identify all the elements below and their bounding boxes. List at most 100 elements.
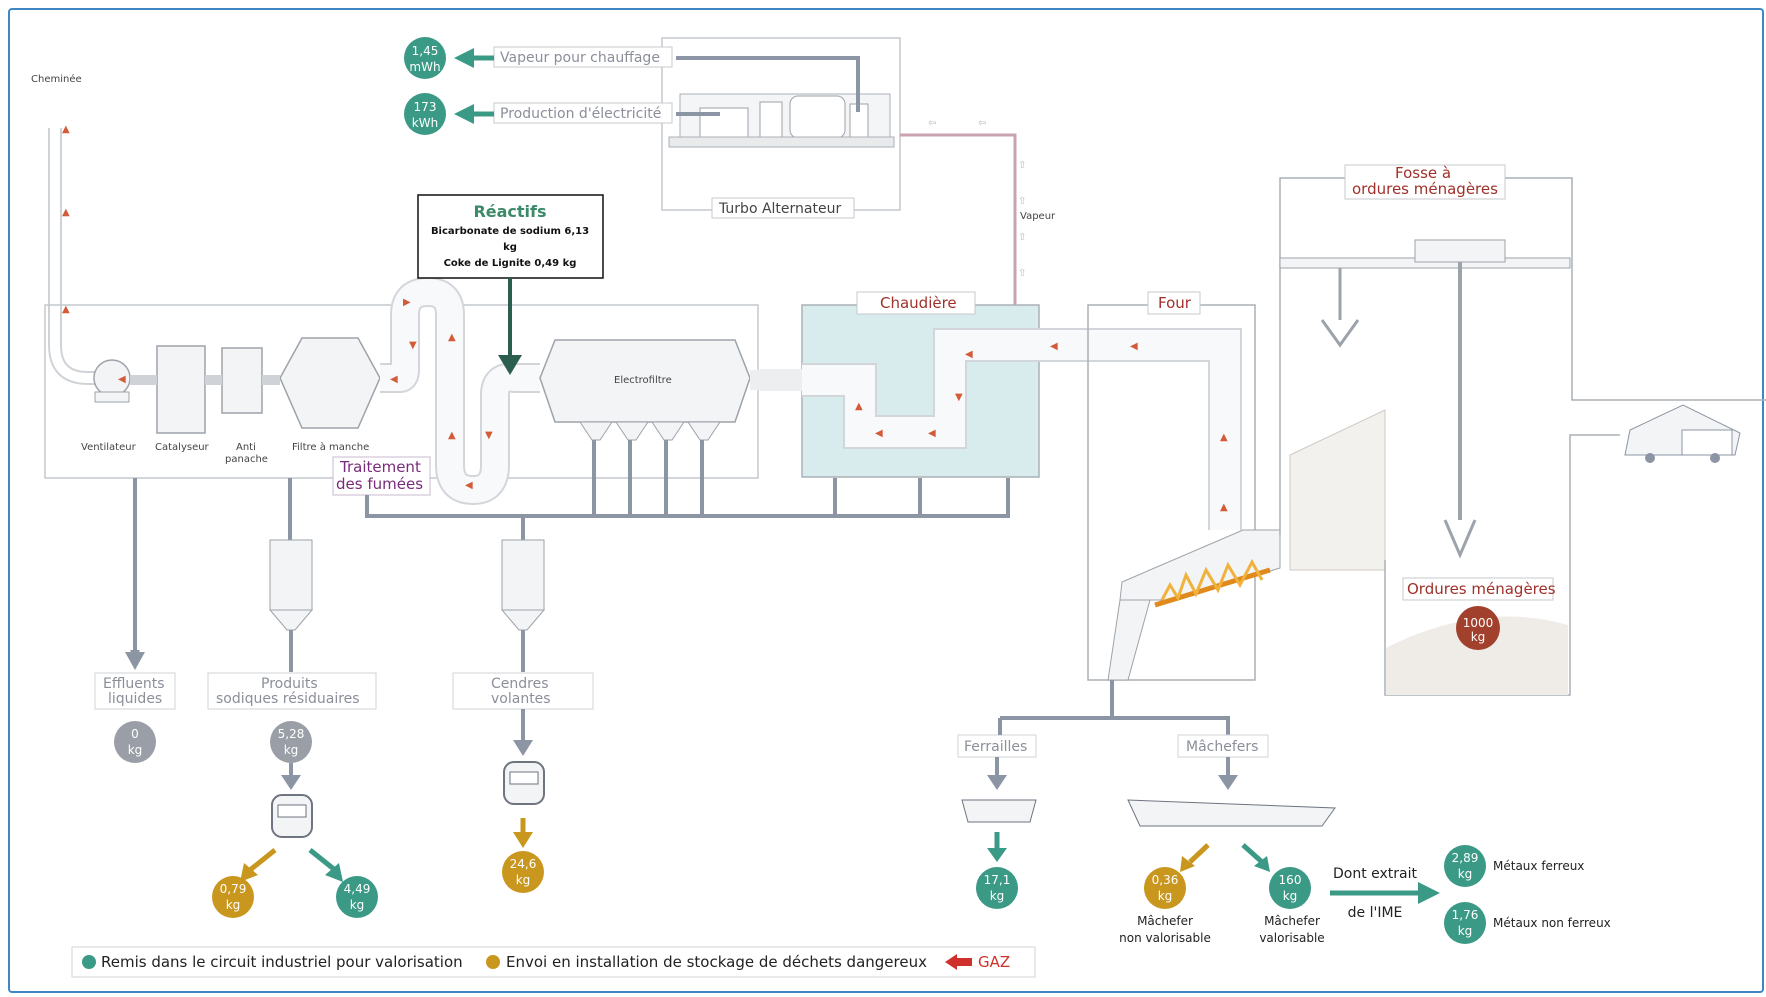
svg-text:kg: kg bbox=[226, 898, 241, 912]
svg-text:kg: kg bbox=[1471, 630, 1486, 644]
svg-text:kg: kg bbox=[350, 898, 365, 912]
legend-orange-text: Envoi en installation de stockage de déc… bbox=[506, 953, 927, 971]
ferrailles-label: Ferrailles bbox=[964, 739, 1027, 755]
svg-text:⇧: ⇧ bbox=[1018, 196, 1026, 207]
effluents-label-2: liquides bbox=[108, 691, 162, 707]
mach-nonval-label-1: Mâchefer bbox=[1137, 914, 1193, 928]
electrofiltre-unit: Electrofiltre bbox=[539, 339, 751, 441]
svg-text:◀: ◀ bbox=[118, 374, 126, 385]
svg-text:▼: ▼ bbox=[485, 430, 493, 441]
ferrailles-container-icon bbox=[961, 799, 1037, 823]
truck-produits-icon bbox=[271, 794, 313, 838]
de-ime-label: de l'IME bbox=[1348, 905, 1403, 921]
mach-val-label-2: valorisable bbox=[1259, 931, 1324, 945]
produits-box bbox=[207, 672, 377, 710]
svg-text:▼: ▼ bbox=[955, 392, 963, 403]
fosse-label-1: Fosse à bbox=[1395, 164, 1451, 182]
traitement-label-box bbox=[332, 456, 431, 496]
fosse-label-2: ordures ménagères bbox=[1352, 180, 1498, 198]
produits-value-badge: 5,28 kg bbox=[270, 721, 312, 763]
svg-text:24,6: 24,6 bbox=[510, 857, 537, 871]
reactifs-title: Réactifs bbox=[473, 202, 546, 221]
gas-arrow-icon: ▲ bbox=[62, 304, 70, 315]
svg-text:4,49: 4,49 bbox=[344, 882, 371, 896]
svg-text:kg: kg bbox=[128, 743, 143, 757]
reactif-coke: Coke de Lignite 0,49 kg bbox=[444, 258, 577, 269]
effluents-value-badge: 0 kg bbox=[114, 721, 156, 763]
svg-text:◀: ◀ bbox=[1050, 341, 1058, 352]
mach-nonval-badge: 0,36 kg bbox=[1144, 867, 1186, 909]
legend-orange-dot bbox=[486, 955, 500, 969]
svg-text:kg: kg bbox=[1283, 889, 1298, 903]
svg-text:▲: ▲ bbox=[1220, 502, 1228, 513]
chimney-label: Cheminée bbox=[31, 73, 82, 85]
produits-valo-badge: 4,49 kg bbox=[336, 876, 378, 918]
svg-text:0,79: 0,79 bbox=[220, 882, 247, 896]
svg-text:kg: kg bbox=[990, 889, 1005, 903]
reactif-bicarbonate-2: kg bbox=[503, 242, 517, 253]
truck-cendres-icon bbox=[503, 761, 545, 805]
svg-text:⇧: ⇧ bbox=[1018, 232, 1026, 243]
turbo-alternateur: Turbo Alternateur bbox=[661, 37, 901, 219]
metaux-ferreux-label: Métaux ferreux bbox=[1493, 859, 1584, 873]
svg-text:⇧: ⇧ bbox=[1018, 268, 1026, 279]
svg-text:0: 0 bbox=[131, 727, 139, 741]
svg-text:2,89: 2,89 bbox=[1452, 851, 1479, 865]
svg-text:▲: ▲ bbox=[448, 332, 456, 343]
anti-label-2: panache bbox=[225, 454, 268, 465]
svg-text:kg: kg bbox=[1458, 924, 1473, 938]
gas-arrow-icon: ▲ bbox=[62, 124, 70, 135]
catalyseur-unit bbox=[156, 345, 206, 434]
legend-gaz-text: GAZ bbox=[978, 953, 1010, 971]
barge-icon bbox=[1127, 799, 1336, 827]
svg-text:◀: ◀ bbox=[928, 428, 936, 439]
machefers-label: Mâchefers bbox=[1186, 739, 1258, 755]
vapeur-label: Vapeur bbox=[1020, 211, 1056, 222]
effluents-label-1: Effluents bbox=[103, 676, 165, 692]
turbo-label: Turbo Alternateur bbox=[718, 201, 841, 217]
metaux-ferreux-badge: 2,89 kg bbox=[1444, 845, 1486, 887]
legend: Remis dans le circuit industriel pour va… bbox=[71, 946, 1036, 978]
svg-text:▲: ▲ bbox=[1220, 432, 1228, 443]
svg-text:kg: kg bbox=[1458, 867, 1473, 881]
svg-text:160: 160 bbox=[1279, 873, 1302, 887]
legend-green-text: Remis dans le circuit industriel pour va… bbox=[101, 953, 463, 971]
svg-text:kWh: kWh bbox=[412, 116, 438, 130]
svg-text:◀: ◀ bbox=[875, 428, 883, 439]
electrofiltre-label: Electrofiltre bbox=[614, 375, 672, 386]
metaux-non-ferreux-badge: 1,76 kg bbox=[1444, 902, 1486, 944]
metaux-non-ferreux-label: Métaux non ferreux bbox=[1493, 916, 1611, 930]
chaudiere: Chaudière bbox=[760, 291, 1242, 530]
dont-extrait-label: Dont extrait bbox=[1333, 866, 1418, 882]
svg-text:▲: ▲ bbox=[855, 401, 863, 412]
svg-text:5,28: 5,28 bbox=[278, 727, 305, 741]
reactifs-box: Réactifs Bicarbonate de sodium 6,13 kg C… bbox=[417, 194, 604, 279]
traitement-label-2: des fumées bbox=[336, 475, 423, 493]
anti-panache-unit bbox=[221, 347, 263, 414]
svg-text:⇦: ⇦ bbox=[978, 118, 986, 129]
legend-green-dot bbox=[82, 955, 96, 969]
chimney: Cheminée ▲ ▲ ▲ bbox=[31, 73, 105, 385]
svg-text:1,45: 1,45 bbox=[412, 44, 439, 58]
svg-text:kg: kg bbox=[1158, 889, 1173, 903]
vapeur-chauffage-label: Vapeur pour chauffage bbox=[500, 50, 660, 66]
svg-text:▼: ▼ bbox=[409, 340, 417, 351]
mach-val-badge: 160 kg bbox=[1269, 867, 1311, 909]
ordures-label: Ordures ménagères bbox=[1407, 580, 1556, 598]
svg-text:1000: 1000 bbox=[1463, 616, 1494, 630]
svg-text:mWh: mWh bbox=[409, 60, 440, 74]
collection-pipes bbox=[130, 440, 1230, 742]
steam-pipe bbox=[900, 133, 1017, 305]
svg-text:kg: kg bbox=[516, 873, 531, 887]
four: Four bbox=[1087, 291, 1281, 681]
svg-text:17,1: 17,1 bbox=[984, 873, 1011, 887]
produits-label-2: sodiques résiduaires bbox=[216, 691, 360, 707]
four-label: Four bbox=[1158, 294, 1192, 312]
ferrailles-value-badge: 17,1 kg bbox=[976, 867, 1018, 909]
gas-arrow-icon: ▲ bbox=[62, 207, 70, 218]
silo-produits bbox=[268, 539, 314, 631]
electricite-value-badge: 173 kWh bbox=[404, 93, 446, 135]
cendres-label-1: Cendres bbox=[491, 676, 549, 692]
fosse: Fosse à ordures ménagères Ordures ménagè… bbox=[1279, 164, 1766, 696]
svg-text:▶: ▶ bbox=[403, 297, 411, 308]
